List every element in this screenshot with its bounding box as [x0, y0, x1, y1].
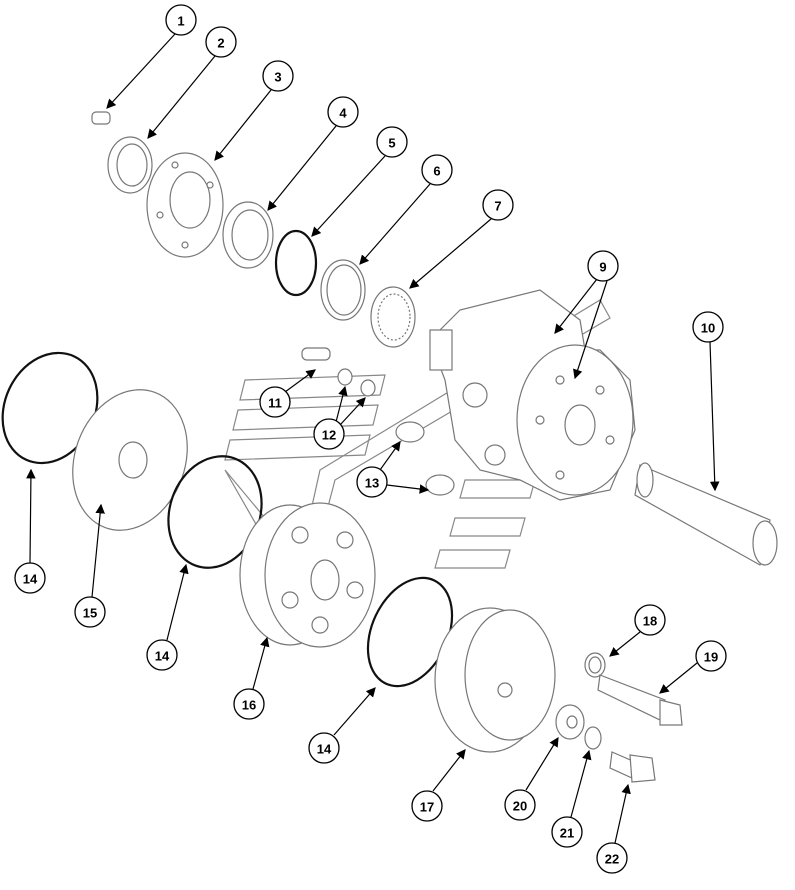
part-20-washer [555, 704, 585, 740]
callout-circle [165, 4, 197, 36]
callout-circle [233, 688, 265, 720]
callout-number: 5 [388, 136, 395, 151]
callout-number: 14 [155, 649, 170, 664]
callout-c12: 12 [313, 418, 345, 450]
part-5-o-ring [274, 229, 318, 297]
callout-number: 19 [704, 650, 718, 665]
callout-circle [596, 842, 628, 874]
callout-c14a: 14 [14, 562, 46, 594]
callout-number: 17 [420, 800, 434, 815]
callout-number: 3 [274, 70, 281, 85]
part-13-plug [395, 421, 455, 496]
callout-c15: 15 [74, 596, 106, 628]
callout-number: 14 [317, 742, 332, 757]
part-9-housing [429, 289, 636, 501]
callout-c2: 2 [205, 26, 237, 58]
callout-number: 21 [560, 826, 574, 841]
callout-number: 2 [217, 36, 224, 51]
callout-c1: 1 [165, 4, 197, 36]
callout-circle [411, 790, 443, 822]
callout-number: 14 [23, 572, 38, 587]
callout-c10: 10 [692, 311, 724, 343]
part-17-end-cover [434, 607, 556, 753]
part-1-screw [91, 111, 111, 125]
part-18-washer [584, 652, 606, 678]
callout-circle [146, 639, 178, 671]
callout-c16: 16 [233, 688, 265, 720]
callout-circle [634, 604, 666, 636]
callout-c3: 3 [262, 60, 294, 92]
callout-number: 1 [177, 14, 184, 29]
callout-circle [695, 640, 727, 672]
callout-number: 9 [599, 260, 606, 275]
part-15-plate [72, 389, 188, 531]
part-3-flange [146, 152, 224, 258]
part-7-bearing [370, 286, 416, 348]
leader-lines [26, 33, 720, 844]
callout-circle [205, 26, 237, 58]
callout-circle [308, 732, 340, 764]
callout-c22: 22 [596, 842, 628, 874]
callout-number: 18 [643, 614, 657, 629]
callout-circle [313, 418, 345, 450]
callout-circle [587, 250, 619, 282]
callout-number: 15 [83, 606, 97, 621]
callout-number: 7 [494, 199, 501, 214]
callout-circle [376, 126, 408, 158]
callout-circle [356, 466, 388, 498]
part-19-bolt [597, 674, 683, 726]
callout-number: 11 [268, 396, 282, 411]
callout-number: 22 [605, 852, 619, 867]
part-22-bolt [609, 751, 656, 783]
part-2-seal [107, 136, 153, 194]
callout-c14b: 14 [146, 639, 178, 671]
callout-c6: 6 [421, 154, 453, 186]
callout-number: 6 [433, 164, 440, 179]
callout-c19: 19 [695, 640, 727, 672]
callout-c4: 4 [327, 96, 359, 128]
callout-c5: 5 [376, 126, 408, 158]
part-21-washer [584, 726, 602, 750]
callout-circle [327, 96, 359, 128]
callout-c11: 11 [259, 386, 291, 418]
callout-number: 10 [701, 321, 715, 336]
callout-c13: 13 [356, 466, 388, 498]
part-6-ring [320, 259, 366, 321]
callout-number: 12 [322, 428, 336, 443]
callout-number: 20 [513, 799, 527, 814]
callout-number: 16 [242, 698, 256, 713]
callout-number: 13 [365, 476, 379, 491]
callout-circle [482, 189, 514, 221]
callout-c9: 9 [587, 250, 619, 282]
callout-circle [692, 311, 724, 343]
callout-c17: 17 [411, 790, 443, 822]
callout-circle [259, 386, 291, 418]
part-11-pin [301, 347, 331, 361]
callout-c20: 20 [504, 789, 536, 821]
callout-c18: 18 [634, 604, 666, 636]
callout-circle [421, 154, 453, 186]
callout-circle [262, 60, 294, 92]
part-16-rotor [239, 502, 376, 648]
part-4-seal [222, 201, 274, 269]
callout-circle [504, 789, 536, 821]
callout-number: 4 [339, 106, 347, 121]
callout-c14c: 14 [308, 732, 340, 764]
callout-c21: 21 [551, 816, 583, 848]
part-12-ball [337, 368, 376, 397]
callout-circle [14, 562, 46, 594]
callout-circle [551, 816, 583, 848]
callout-circle [74, 596, 106, 628]
part-10-shaft [634, 462, 778, 566]
callout-c7: 7 [482, 189, 514, 221]
